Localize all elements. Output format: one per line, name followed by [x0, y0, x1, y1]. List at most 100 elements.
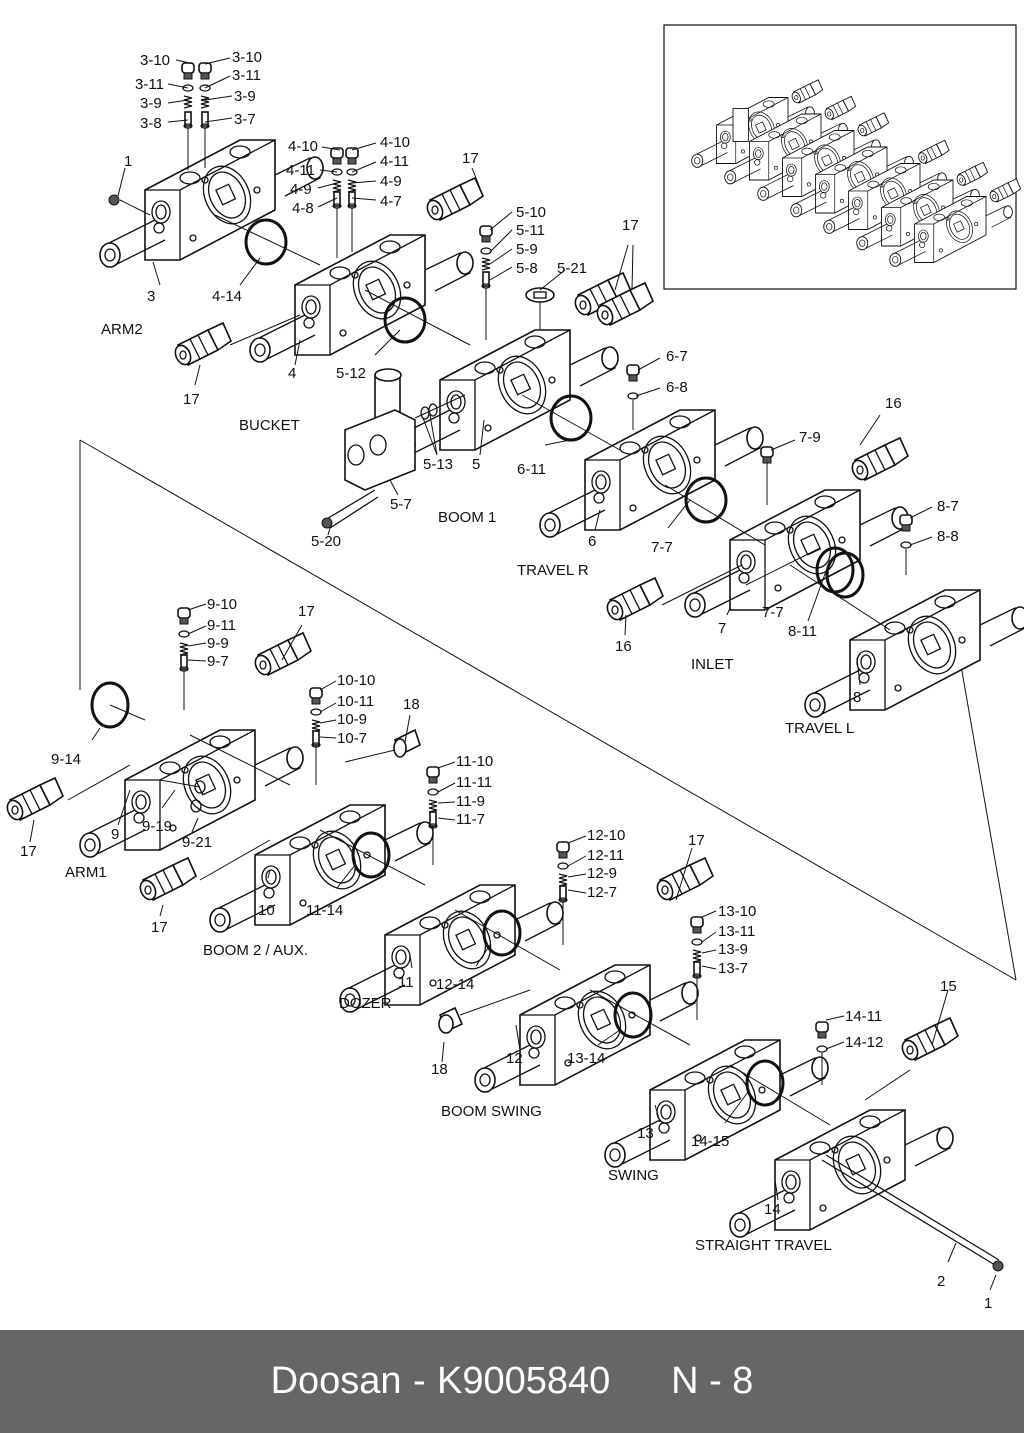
callout-3-11: 3-11	[232, 67, 261, 84]
callout-5-20: 5-20	[311, 533, 341, 550]
callout-3-7: 3-7	[234, 111, 256, 128]
section-label-arm2: ARM2	[101, 321, 143, 338]
callout-17: 17	[688, 832, 705, 849]
callout-5: 5	[472, 456, 480, 473]
section-arm2	[99, 62, 484, 268]
callout-labels: 1 3 3-10 3-10 3-11 3-11 3-9 3-9 3-8 3-7 …	[20, 49, 992, 1312]
callout-4-11: 4-11	[380, 153, 409, 170]
callout-4-10: 4-10	[288, 138, 318, 155]
callout-4-10: 4-10	[380, 134, 410, 151]
callout-8-8: 8-8	[937, 528, 959, 545]
section-travel-r	[521, 364, 764, 538]
footer-separator: -	[412, 1360, 426, 1402]
inset-assembly-drawing	[691, 79, 1022, 267]
exploded-parts-diagram: 1 3 3-10 3-10 3-11 3-11 3-9 3-9 3-8 3-7 …	[3, 24, 1024, 1312]
callout-5-13: 5-13	[423, 456, 453, 473]
callout-13: 13	[637, 1125, 654, 1142]
callout-5-12: 5-12	[336, 365, 366, 382]
callout-13-10: 13-10	[718, 903, 756, 920]
callout-12-11: 12-11	[587, 847, 624, 864]
section-label-boom1: BOOM 1	[438, 509, 496, 526]
callout-4-11: 4-11	[286, 162, 315, 179]
callout-5-9: 5-9	[516, 241, 538, 258]
section-arm1	[3, 607, 312, 858]
footer-page-ref: N - 8	[671, 1360, 754, 1402]
callout-9-11: 9-11	[207, 617, 236, 634]
callout-11-9: 11-9	[456, 793, 485, 810]
callout-8-7: 8-7	[937, 498, 959, 515]
section-label-swing: SWING	[608, 1167, 659, 1184]
section-inlet	[603, 437, 909, 623]
callout-6: 6	[588, 533, 596, 550]
callout-6-8: 6-8	[666, 379, 688, 396]
callout-9-21: 9-21	[182, 834, 212, 851]
callout-13-11: 13-11	[718, 923, 755, 940]
callout-14-12: 14-12	[845, 1034, 883, 1051]
callout-3-9: 3-9	[234, 88, 256, 105]
footer-part-number: K9005840	[436, 1360, 611, 1402]
section-travel-l	[789, 514, 1024, 718]
section-boom2-aux	[136, 687, 434, 933]
callout-5-10: 5-10	[516, 204, 546, 221]
callout-13-14: 13-14	[567, 1050, 605, 1067]
section-bucket	[171, 147, 474, 368]
callout-6-11: 6-11	[517, 461, 546, 478]
section-label-arm1: ARM1	[65, 864, 107, 881]
callout-4-9: 4-9	[290, 181, 312, 198]
callout-12-10: 12-10	[587, 827, 625, 844]
section-boom1	[321, 225, 654, 529]
callout-9-7: 9-7	[207, 653, 229, 670]
callout-11-10: 11-10	[456, 753, 493, 770]
callout-17: 17	[151, 919, 168, 936]
callout-2: 2	[937, 1273, 945, 1290]
section-dozer	[319, 766, 564, 1013]
callout-12: 12	[506, 1050, 523, 1067]
section-straight-travel	[729, 1017, 1004, 1272]
callout-17: 17	[183, 391, 200, 408]
callout-9-9: 9-9	[207, 635, 229, 652]
callout-17: 17	[462, 150, 479, 167]
callout-4: 4	[288, 365, 296, 382]
callout-9-10: 9-10	[207, 596, 237, 613]
callout-16: 16	[615, 638, 632, 655]
tie-rod-nut	[992, 1260, 1004, 1272]
callout-13-7: 13-7	[718, 960, 748, 977]
callout-5-8: 5-8	[516, 260, 538, 277]
tie-rod	[821, 1154, 1000, 1266]
section-label-inlet: INLET	[691, 656, 734, 673]
callout-1: 1	[124, 153, 132, 170]
callout-4-8: 4-8	[292, 200, 314, 217]
callout-14-11: 14-11	[845, 1008, 882, 1025]
section-label-straight-travel: STRAIGHT TRAVEL	[695, 1237, 832, 1254]
callout-11-7: 11-7	[456, 811, 485, 828]
section-boom-swing	[438, 841, 714, 1093]
callout-10-10: 10-10	[337, 672, 375, 689]
callout-6-7: 6-7	[666, 348, 688, 365]
callout-18: 18	[403, 696, 420, 713]
callout-9-19: 9-19	[142, 818, 172, 835]
callout-12-14: 12-14	[436, 976, 474, 993]
callout-11-14: 11-14	[306, 902, 343, 919]
callout-11: 11	[398, 974, 414, 991]
section-label-travel-l: TRAVEL L	[785, 720, 854, 737]
section-label-dozer: DOZER	[339, 995, 392, 1012]
section-labels: ARM2 BUCKET BOOM 1 TRAVEL R INLET TRAVEL…	[65, 321, 854, 1254]
callout-17: 17	[298, 603, 315, 620]
assembly-overview-inset	[663, 24, 1022, 290]
section-label-boom2-aux: BOOM 2 / AUX.	[203, 942, 308, 959]
callout-10-9: 10-9	[337, 711, 367, 728]
section-label-bucket: BUCKET	[239, 417, 300, 434]
callout-9-14: 9-14	[51, 751, 81, 768]
callout-5-11: 5-11	[516, 222, 545, 239]
callout-3: 3	[147, 288, 155, 305]
callout-12-7: 12-7	[587, 884, 617, 901]
callout-12-9: 12-9	[587, 865, 617, 882]
callout-14-15: 14-15	[691, 1133, 729, 1150]
callout-18: 18	[431, 1061, 448, 1078]
callout-7-9: 7-9	[799, 429, 821, 446]
callout-7-7: 7-7	[651, 539, 673, 556]
callout-10-7: 10-7	[337, 730, 367, 747]
callout-3-8: 3-8	[140, 115, 162, 132]
callout-3-9: 3-9	[140, 95, 162, 112]
section-label-travel-r: TRAVEL R	[517, 562, 589, 579]
